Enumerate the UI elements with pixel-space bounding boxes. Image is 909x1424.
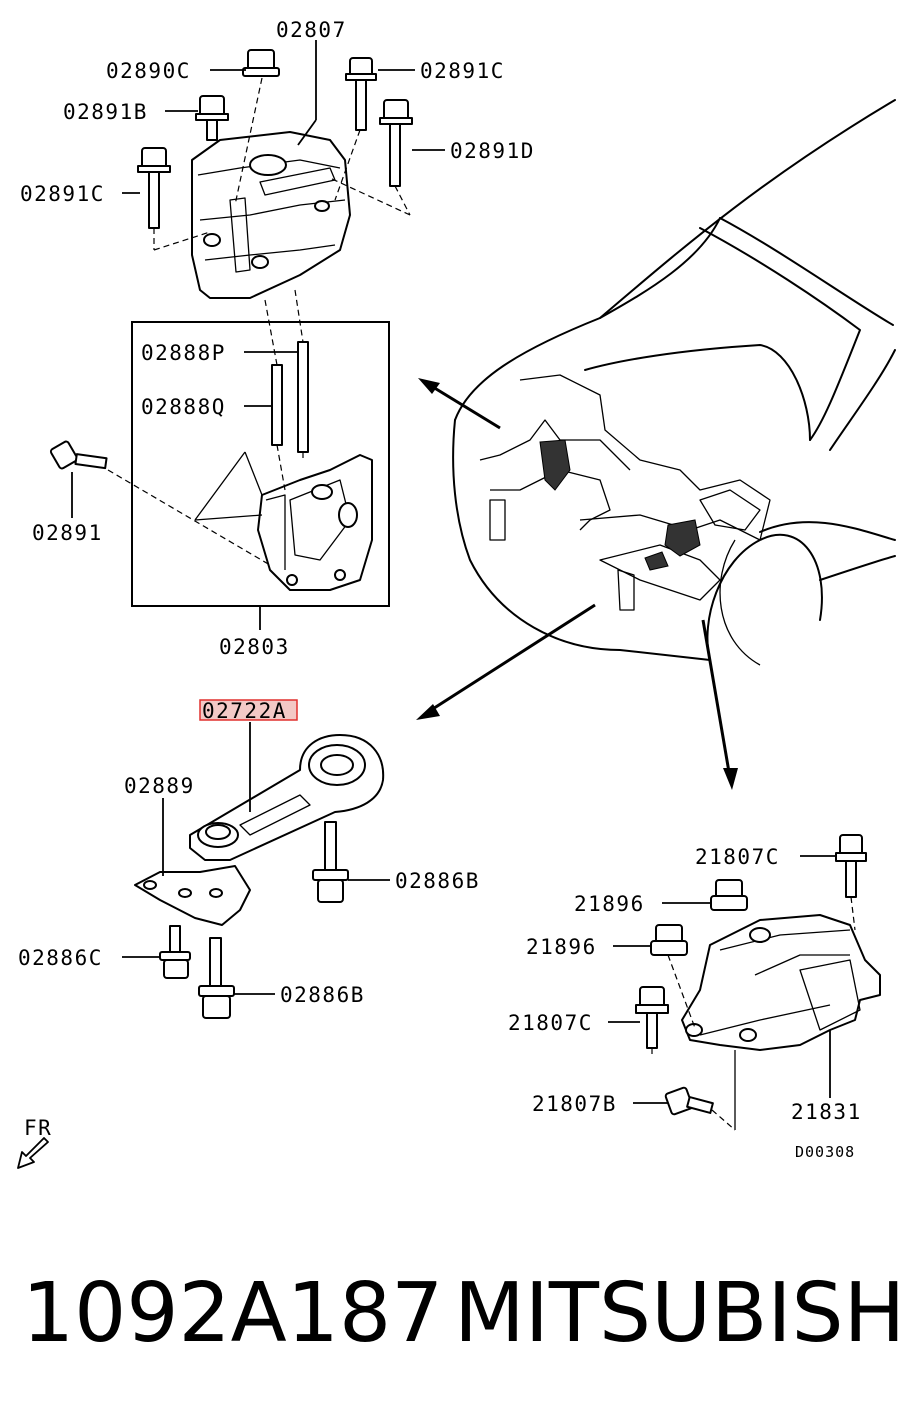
- bolt-02891D: [379, 99, 413, 187]
- label-21807C-a: 21807C: [695, 845, 780, 869]
- label-21807B: 21807B: [532, 1092, 617, 1116]
- nut-02886C: [159, 925, 191, 979]
- label-02891D: 02891D: [450, 139, 535, 163]
- bolt-02891C-top: [345, 57, 377, 131]
- front-direction-arrow-icon: [17, 1137, 49, 1169]
- bolt-02891: [49, 440, 108, 470]
- label-02891B: 02891B: [63, 100, 148, 124]
- bolt-02886B-b: [198, 937, 235, 1019]
- label-21807C-b: 21807C: [508, 1011, 593, 1035]
- brand-name: MITSUBISHI: [454, 1266, 909, 1361]
- bolt-21807C-a: [835, 834, 867, 898]
- label-02886B-b: 02886B: [280, 983, 365, 1007]
- torque-rod-assembly: [134, 734, 385, 1019]
- bolt-02891C-left: [137, 147, 171, 229]
- nut-21896-b: [650, 924, 688, 956]
- label-02891C-left: 02891C: [20, 182, 105, 206]
- upper-engine-mount: [137, 49, 413, 299]
- nut-21896-a: [710, 879, 748, 911]
- drawing-code: D00308: [795, 1143, 855, 1161]
- bolt-02886B-a: [312, 821, 349, 903]
- bracket-box-02803: [49, 289, 390, 607]
- bracket-02889: [134, 865, 251, 926]
- label-02889: 02889: [124, 774, 195, 798]
- label-02803: 02803: [219, 635, 290, 659]
- part-labels: 02807 02890C 02891C 02891B 02891D 02891C…: [18, 18, 862, 1161]
- nut-02890C: [242, 49, 280, 77]
- callout-arrows: [416, 378, 738, 790]
- label-02891C-top: 02891C: [420, 59, 505, 83]
- vehicle-outline: [452, 99, 896, 666]
- bolt-21807B: [664, 1086, 714, 1116]
- transmission-mount-21831: [635, 834, 881, 1131]
- label-21896-b: 21896: [526, 935, 597, 959]
- label-fr: FR: [24, 1116, 52, 1140]
- part-number: 1092A187: [22, 1266, 444, 1361]
- bolt-02891B: [195, 95, 229, 141]
- label-02890C: 02890C: [106, 59, 191, 83]
- label-02888P: 02888P: [141, 341, 226, 365]
- label-02886C: 02886C: [18, 946, 103, 970]
- leader-lines: [71, 40, 836, 1104]
- stud-02888P: [297, 341, 309, 453]
- engine-mount-diagram: 02807 02890C 02891C 02891B 02891D 02891C…: [17, 18, 896, 1169]
- label-21831: 21831: [791, 1100, 862, 1124]
- highlight-box-02722A: [199, 699, 298, 721]
- label-21896-a: 21896: [574, 892, 645, 916]
- footer-caption: 1092A187 MITSUBISHI: [22, 1266, 909, 1376]
- stud-02888Q: [271, 364, 283, 446]
- label-02807: 02807: [276, 18, 347, 42]
- label-02886B-a: 02886B: [395, 869, 480, 893]
- label-02888Q: 02888Q: [141, 395, 226, 419]
- label-02722A: 02722A: [202, 699, 287, 723]
- bolt-21807C-b: [635, 986, 669, 1049]
- label-02891: 02891: [32, 521, 103, 545]
